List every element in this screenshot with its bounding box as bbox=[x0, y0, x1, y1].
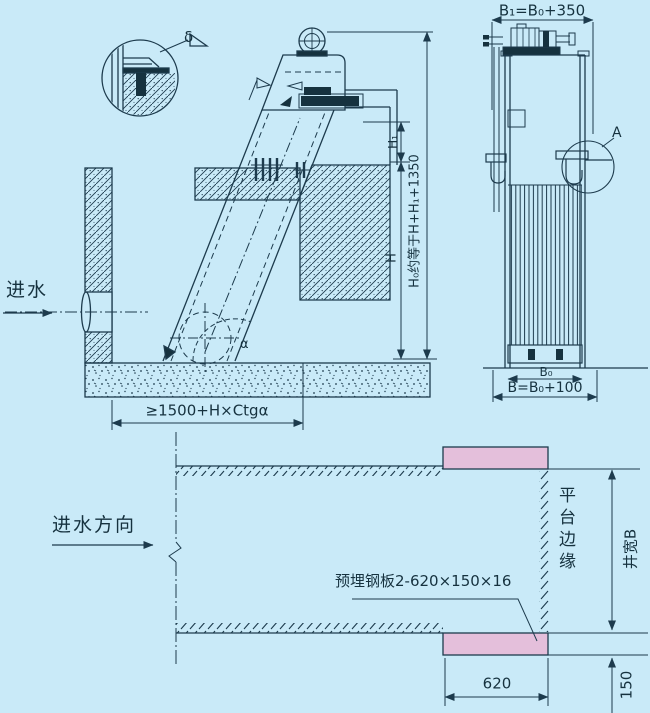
elevation-dimensions bbox=[111, 31, 437, 430]
detail-bubble-circle bbox=[101, 39, 179, 117]
alpha-arc bbox=[192, 318, 252, 362]
delta-leader-line bbox=[159, 39, 189, 53]
plan-dimensions bbox=[444, 469, 616, 713]
plan-ref-lines bbox=[548, 468, 648, 656]
left-wall bbox=[84, 167, 113, 364]
embedded-plate-bottom bbox=[442, 632, 549, 656]
lower-sprocket bbox=[170, 303, 240, 373]
dim-b1-label: B₁=B₀+350 bbox=[498, 1, 586, 20]
dim-h1-label: H₁ bbox=[386, 135, 400, 149]
screen-bars bbox=[508, 185, 582, 345]
side-dim-top bbox=[491, 16, 594, 134]
channel-floor bbox=[84, 362, 431, 398]
side-dims-bottom bbox=[492, 370, 598, 402]
weld-flag-icon bbox=[248, 77, 272, 101]
detail-a-leader bbox=[601, 137, 615, 148]
dim-bottom-label: ≥1500+H×Ctgα bbox=[145, 401, 269, 420]
guide-hooks bbox=[485, 150, 612, 185]
detail-a-circle bbox=[561, 140, 615, 194]
dim-620-label: 620 bbox=[482, 674, 512, 693]
embedded-plate-top bbox=[442, 446, 549, 470]
drive-motor bbox=[483, 23, 576, 56]
plan-view bbox=[52, 432, 648, 713]
platform-slab bbox=[194, 167, 301, 201]
channel-centerline bbox=[168, 432, 182, 665]
elevation-view bbox=[3, 27, 437, 430]
flow-direction-label: 进水方向 bbox=[52, 514, 137, 536]
detail-a-label: A bbox=[612, 125, 622, 141]
handwheel bbox=[296, 27, 328, 57]
inlet-label: 进水 bbox=[6, 279, 49, 301]
dim-total-label: H₀约等于H+H₁+1350 bbox=[407, 154, 423, 288]
foot-anchor bbox=[163, 344, 177, 361]
anchor-bolts bbox=[251, 158, 310, 181]
bottom-plate bbox=[507, 344, 583, 364]
platform-edge-hatch bbox=[539, 470, 549, 632]
embedded-plate-label: 预埋钢板2-620×150×16 bbox=[335, 572, 512, 590]
side-view bbox=[483, 16, 648, 402]
detail-bubble bbox=[101, 32, 210, 117]
platform-edge-label: 平台边缘 bbox=[555, 486, 575, 574]
plate-leader-line bbox=[352, 598, 538, 642]
delta-label: δ bbox=[184, 28, 194, 46]
delta-flag-icon bbox=[189, 32, 210, 47]
dim-b0-label: B₀ bbox=[539, 365, 553, 379]
inlet-pipe bbox=[5, 291, 148, 333]
small-arrow-icon bbox=[280, 96, 292, 107]
rake-arrow-icon bbox=[286, 81, 303, 91]
dim-h-label: H bbox=[384, 253, 400, 263]
break-symbol bbox=[168, 541, 182, 563]
discharge-chute bbox=[280, 81, 398, 165]
well-width-label: 井宽B bbox=[621, 528, 640, 570]
right-wall bbox=[299, 164, 391, 301]
angle-alpha-label: α bbox=[240, 337, 249, 352]
dim-b-label: B=B₀+100 bbox=[507, 380, 583, 396]
dim-150-label: 150 bbox=[617, 670, 636, 700]
